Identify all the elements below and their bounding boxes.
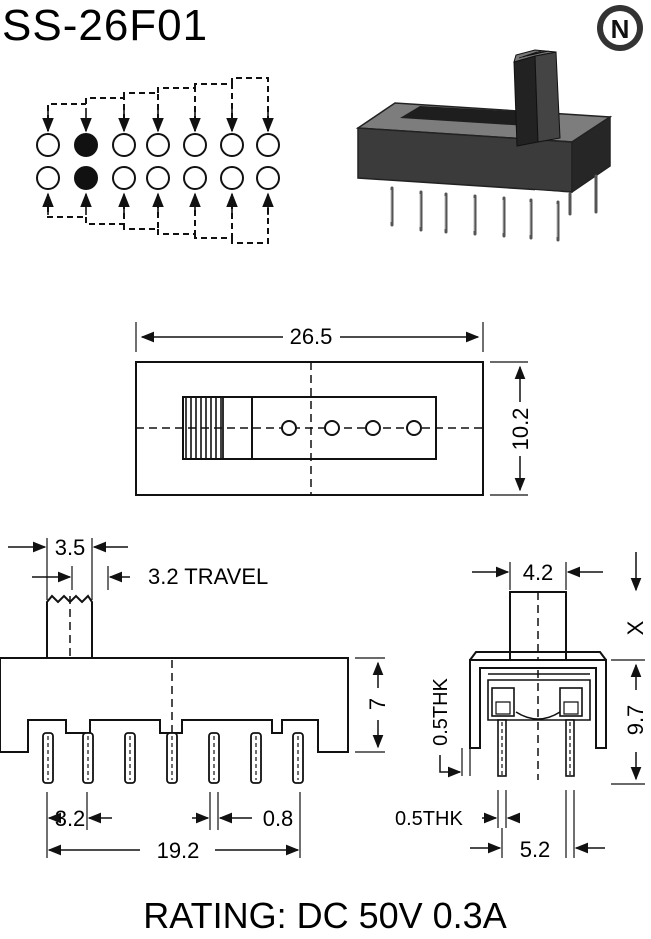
body-height-label: 7 — [365, 698, 390, 710]
side-thk-vertical-label: 0.5THK — [430, 677, 452, 745]
pin-circle — [256, 166, 280, 190]
switch-3d-view — [355, 49, 613, 242]
knob-width-label: 3.5 — [55, 535, 86, 560]
pin-circle — [220, 166, 244, 190]
logo-letter: N — [611, 14, 630, 44]
brand-logo: N — [597, 5, 643, 51]
side-thk-horizontal-label: 0.5THK — [395, 808, 463, 830]
pin-circle — [112, 166, 136, 190]
side-view-drawing: 4.2 X 9.7 0.5THK — [395, 552, 648, 862]
pin-circle — [74, 166, 98, 190]
pin-circle — [36, 166, 60, 190]
connection-brackets — [47, 77, 269, 244]
pin-circle — [112, 133, 136, 157]
side-height-label: 9.7 — [623, 705, 648, 736]
rating-label: RATING: DC 50V 0.3A — [143, 895, 506, 936]
pin-pitch-label: 3.2 — [55, 806, 86, 831]
pin-circle — [256, 133, 280, 157]
model-title: SS-26F01 — [2, 1, 208, 50]
pin-circles — [36, 133, 280, 190]
pin-circle — [74, 133, 98, 157]
side-knob-width-label: 4.2 — [523, 560, 554, 585]
pin-circle — [146, 166, 170, 190]
side-pin-spacing-label: 5.2 — [520, 837, 551, 862]
front-view-drawing: 3.5 3.2 TRAVEL 7 3.2 0.8 — [0, 535, 390, 863]
pin-connection-diagram — [36, 77, 280, 244]
pin-circle — [183, 133, 207, 157]
top-length-label: 26.5 — [290, 324, 333, 349]
top-height-label: 10.2 — [508, 408, 533, 451]
pin-arrows — [42, 108, 274, 215]
pin-span-label: 19.2 — [157, 838, 200, 863]
pin-circle — [220, 133, 244, 157]
side-x-label: X — [623, 620, 648, 635]
pin-circle — [36, 133, 60, 157]
front-pins — [42, 732, 304, 784]
pin-width-label: 0.8 — [263, 806, 294, 831]
top-view-drawing: 26.5 10.2 — [135, 322, 533, 496]
pin-circle — [183, 166, 207, 190]
travel-label: 3.2 TRAVEL — [148, 564, 268, 589]
pin-circle — [146, 133, 170, 157]
